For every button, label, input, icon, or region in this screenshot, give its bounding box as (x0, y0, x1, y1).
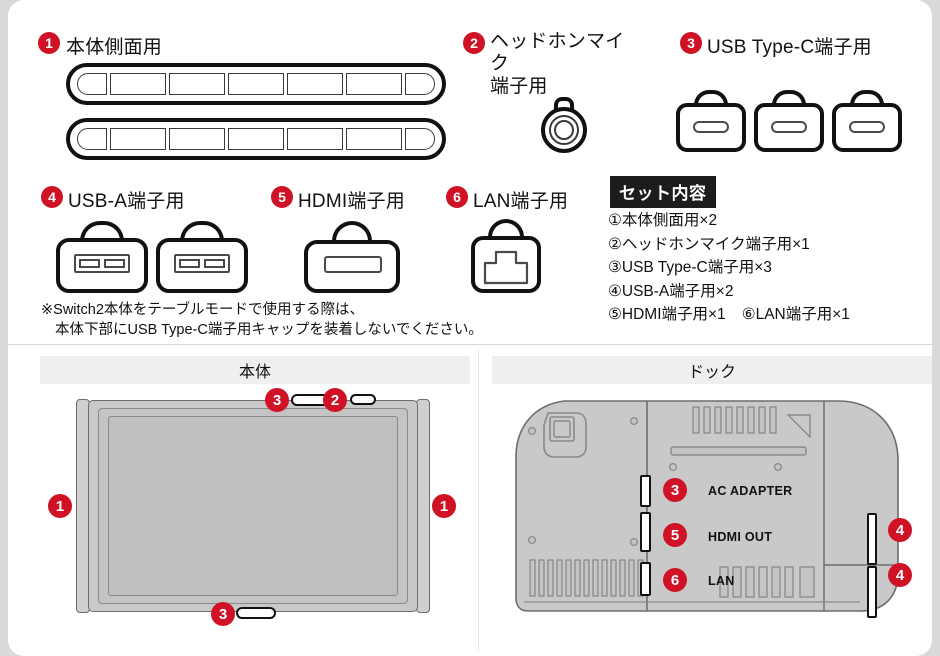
usb-c-slot (771, 121, 807, 133)
cap-tab (850, 90, 884, 106)
usb-type-c-cap-icon-2 (754, 90, 824, 152)
badge-4: 4 (41, 186, 63, 208)
dock-label-ac-adapter: AC ADAPTER (708, 484, 793, 498)
section-divider (8, 344, 932, 345)
hdmi-slot (324, 256, 382, 273)
cap-tab (772, 90, 806, 106)
badge-5: 5 (271, 186, 293, 208)
rail-segment (169, 128, 225, 150)
rail-segment (77, 73, 107, 95)
badge-2: 2 (463, 32, 485, 54)
section-title-2: ヘッドホンマイク 端子用 (490, 31, 640, 98)
rail-segment (287, 128, 343, 150)
usb-a-contact-right (204, 259, 225, 268)
dock-port-usb-a-lower (867, 566, 877, 618)
set-contents-item: ⑤HDMI端子用×1 (608, 306, 726, 324)
side-rail-cap-icon-1 (66, 63, 446, 105)
console-marker-top-usb-c: 3 (265, 388, 289, 412)
usb-c-slot (693, 121, 729, 133)
rail-segment (110, 73, 166, 95)
rail-segment (405, 73, 435, 95)
usb-a-contact-left (179, 259, 200, 268)
rail-segment (228, 73, 284, 95)
dock-marker-lan: 6 (663, 568, 687, 592)
set-contents-heading: セット内容 (610, 176, 716, 208)
set-contents-item: ④USB-A端子用×2 (608, 282, 734, 300)
cap-body (754, 103, 824, 152)
rail-segment (287, 73, 343, 95)
panel-header-console: 本体 (40, 356, 470, 384)
usb-type-c-cap-icon-3 (832, 90, 902, 152)
dock-label-lan: LAN (708, 574, 735, 588)
section-title-5: HDMI端子用 (298, 191, 405, 212)
rail-segment (77, 128, 107, 150)
console-marker-left-rail: 1 (48, 494, 72, 518)
dock-port-usb-a-upper (867, 513, 877, 565)
panel-header-dock: ドック (492, 356, 932, 384)
usb-a-contact-right (104, 259, 125, 268)
usb-a-slot (74, 254, 130, 273)
console-marker-right-rail: 1 (432, 494, 456, 518)
cap-tab (332, 221, 372, 243)
badge-6: 6 (446, 186, 468, 208)
rail-segment (169, 73, 225, 95)
headphone-mic-jack-cap-icon (535, 97, 593, 157)
page-card: 1 本体側面用 2 ヘッドホンマイク 端子用 3 USB Type-C端子用 (8, 0, 932, 656)
usage-note-line2: 本体下部にUSB Type-C端子用キャップを装着しないでください。 (55, 322, 483, 338)
usb-type-c-cap-icon-1 (676, 90, 746, 152)
console-marker-bottom-usb-c: 3 (211, 602, 235, 626)
usb-a-cap-icon-2 (156, 221, 248, 293)
section-title-4: USB-A端子用 (68, 191, 185, 212)
rail-segment (228, 128, 284, 150)
set-contents-item: ③USB Type-C端子用×3 (608, 259, 772, 277)
badge-3: 3 (680, 32, 702, 54)
rail-segment (405, 128, 435, 150)
rail-segment (346, 128, 402, 150)
dock-port-lan (640, 562, 651, 596)
rj45-outline-icon (483, 250, 529, 285)
console-marker-top-headphone: 2 (323, 388, 347, 412)
set-contents-list: ①本体側面用×2 ②ヘッドホンマイク端子用×1 ③USB Type-C端子用×3… (608, 209, 850, 327)
set-contents-item: ②ヘッドホンマイク端子用×1 (608, 235, 810, 253)
usb-a-cap-icon-1 (56, 221, 148, 293)
set-contents-item: ①本体側面用×2 (608, 212, 718, 229)
lan-cap-icon (471, 219, 541, 293)
usb-c-slot (849, 121, 885, 133)
dock-marker-usb-a-lower: 4 (888, 563, 912, 587)
vertical-divider (478, 350, 479, 650)
dock-port-hdmi-out (640, 512, 651, 552)
console-top-headphone-jack (350, 394, 376, 405)
dock-marker-usb-a-upper: 4 (888, 518, 912, 542)
usage-note-line1: ※Switch2本体をテーブルモードで使用する際は、 (41, 302, 365, 318)
cap-tab (488, 219, 524, 239)
set-contents-item-row-last: ⑤HDMI端子用×1 ⑥LAN端子用×1 (608, 303, 850, 327)
console-bottom-usb-c-port (236, 607, 276, 619)
section-title-1: 本体側面用 (66, 37, 163, 58)
usb-a-slot (174, 254, 230, 273)
set-contents-item: ⑥LAN端子用×1 (741, 306, 850, 324)
hdmi-cap-icon (304, 221, 400, 293)
side-rail-cap-icon-2 (66, 118, 446, 160)
section-title-2-line2: 端子用 (490, 75, 548, 97)
jack-ring-inner (554, 120, 574, 140)
section-title-3: USB Type-C端子用 (707, 37, 872, 58)
usb-a-contact-left (79, 259, 100, 268)
dock-body (515, 400, 899, 612)
rail-segment (346, 73, 402, 95)
dock-label-hdmi-out: HDMI OUT (708, 530, 773, 544)
dock-port-ac-adapter (640, 475, 651, 507)
dock-marker-ac-adapter: 3 (663, 478, 687, 502)
section-title-2-line1: ヘッドホンマイク (490, 31, 625, 75)
cap-tab (694, 90, 728, 106)
console-screen (108, 416, 398, 596)
rail-segment (110, 128, 166, 150)
console-right-rail (416, 399, 430, 613)
dock-marker-hdmi-out: 5 (663, 523, 687, 547)
badge-1: 1 (38, 32, 60, 54)
section-title-6: LAN端子用 (473, 191, 569, 212)
